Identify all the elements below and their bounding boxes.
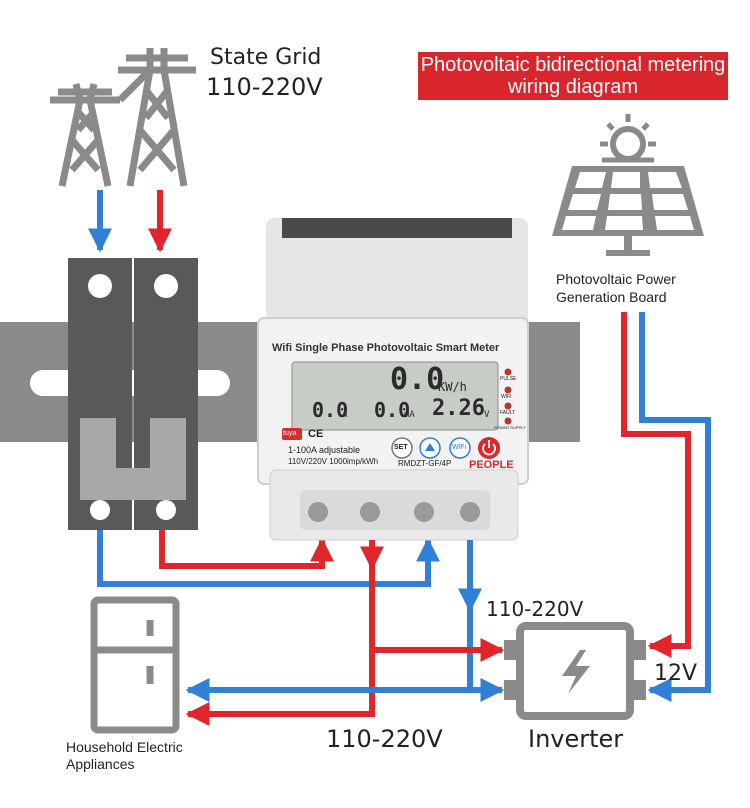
meter-voltage-unit: V: [484, 410, 490, 420]
pv-label-line2: Generation Board: [556, 289, 667, 305]
meter-current-unit: A: [342, 410, 348, 420]
meter-leak-value: 0.0: [374, 398, 411, 422]
breaker-to-meter-wires: [97, 530, 440, 587]
meter-voltage-value: 2.26: [432, 396, 485, 421]
diagram-title: Photovoltaic bidirectional metering wiri…: [420, 54, 726, 98]
meter-indicator-1: PULSE: [500, 376, 517, 382]
meter-indicator-3: FAULT: [500, 410, 516, 416]
appliances-label-line2: Appliances: [66, 756, 135, 772]
meter-indicator-2: WIFI: [501, 394, 512, 400]
inverter-name: Inverter: [528, 725, 624, 753]
wifi-button[interactable]: WiFi: [452, 444, 466, 451]
meter-current-value: 0.0: [312, 398, 349, 422]
meter-title: Wifi Single Phase Photovoltaic Smart Met…: [272, 342, 500, 354]
ce-mark: CE: [308, 428, 324, 440]
pv-to-inverter-wires: [621, 312, 711, 702]
circuit-breaker: [68, 258, 198, 530]
solar-panel-icon: [552, 114, 704, 256]
inverter-ac-voltage: 110-220V: [486, 597, 584, 621]
meter-brand: PEOPLE: [469, 459, 514, 471]
meter-indicator-4: POWER SUPPLY: [494, 425, 526, 430]
tuya-badge: tuya: [283, 430, 297, 437]
inverter-icon: [504, 622, 646, 720]
meter-kwh-value: 0.0: [390, 362, 445, 397]
transmission-tower-icon: [50, 48, 196, 187]
meter-spec-rating: 110V/220V 1000imp/kWh: [288, 457, 379, 466]
refrigerator-icon: [90, 596, 180, 734]
meter-model: RMDZT-GF/4P: [398, 459, 452, 468]
meter-output-wires: [185, 540, 505, 726]
grid-name: State Grid: [210, 45, 322, 70]
inverter-dc-voltage: 12V: [654, 661, 698, 686]
meter-spec-range: 1-100A adjustable: [288, 445, 361, 455]
grid-feed-wires: [88, 190, 172, 253]
bottom-voltage: 110-220V: [326, 725, 443, 753]
smart-meter: [257, 218, 529, 541]
appliances-label-line1: Household Electric: [66, 739, 183, 755]
grid-voltage: 110-220V: [206, 73, 323, 101]
set-button[interactable]: SET: [394, 444, 408, 451]
meter-leak-unit: mA: [404, 410, 415, 420]
meter-kwh-unit: KW/h: [438, 380, 467, 394]
diagram-title-banner: Photovoltaic bidirectional metering wiri…: [418, 52, 728, 100]
pv-label-line1: Photovoltaic Power: [556, 271, 676, 287]
